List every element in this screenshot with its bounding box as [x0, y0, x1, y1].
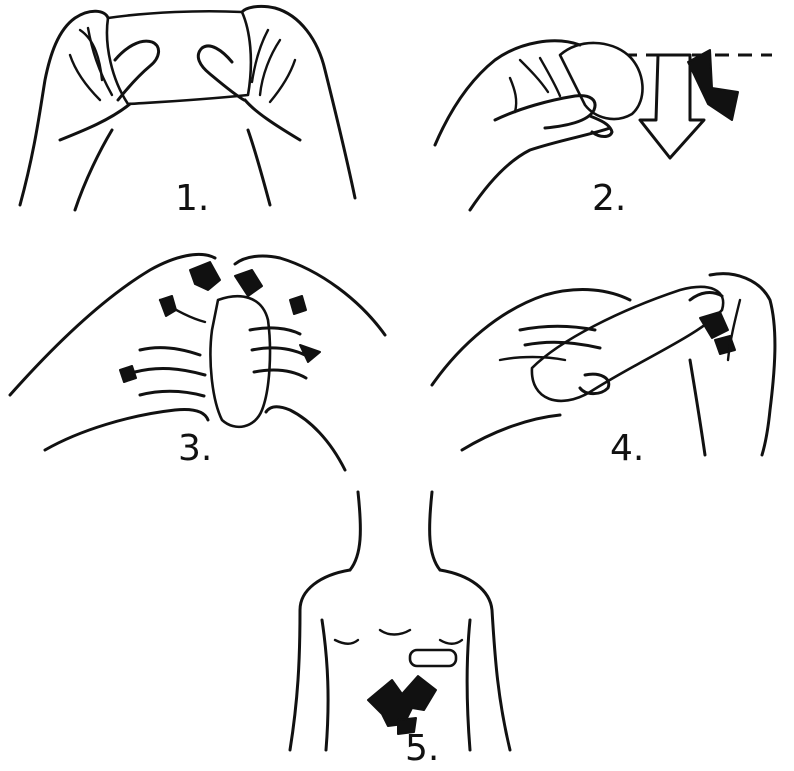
step-4-label: 4. — [610, 428, 644, 469]
step-2-panel: 2. — [435, 41, 772, 219]
step-4-panel: 4. — [432, 274, 775, 469]
applied-patch — [410, 650, 456, 666]
step-5-label: 5. — [405, 728, 439, 769]
up-arrow-icon — [688, 50, 738, 120]
step-1-label: 1. — [175, 178, 209, 219]
step-2-label: 2. — [592, 178, 626, 219]
step-3-label: 3. — [178, 428, 212, 469]
dark-patch — [368, 676, 436, 726]
patch-backing — [210, 296, 270, 427]
step-1-panel: 1. — [20, 6, 355, 219]
step-3-panel: 3. — [10, 254, 385, 470]
step-5-panel: 5. — [290, 492, 510, 769]
